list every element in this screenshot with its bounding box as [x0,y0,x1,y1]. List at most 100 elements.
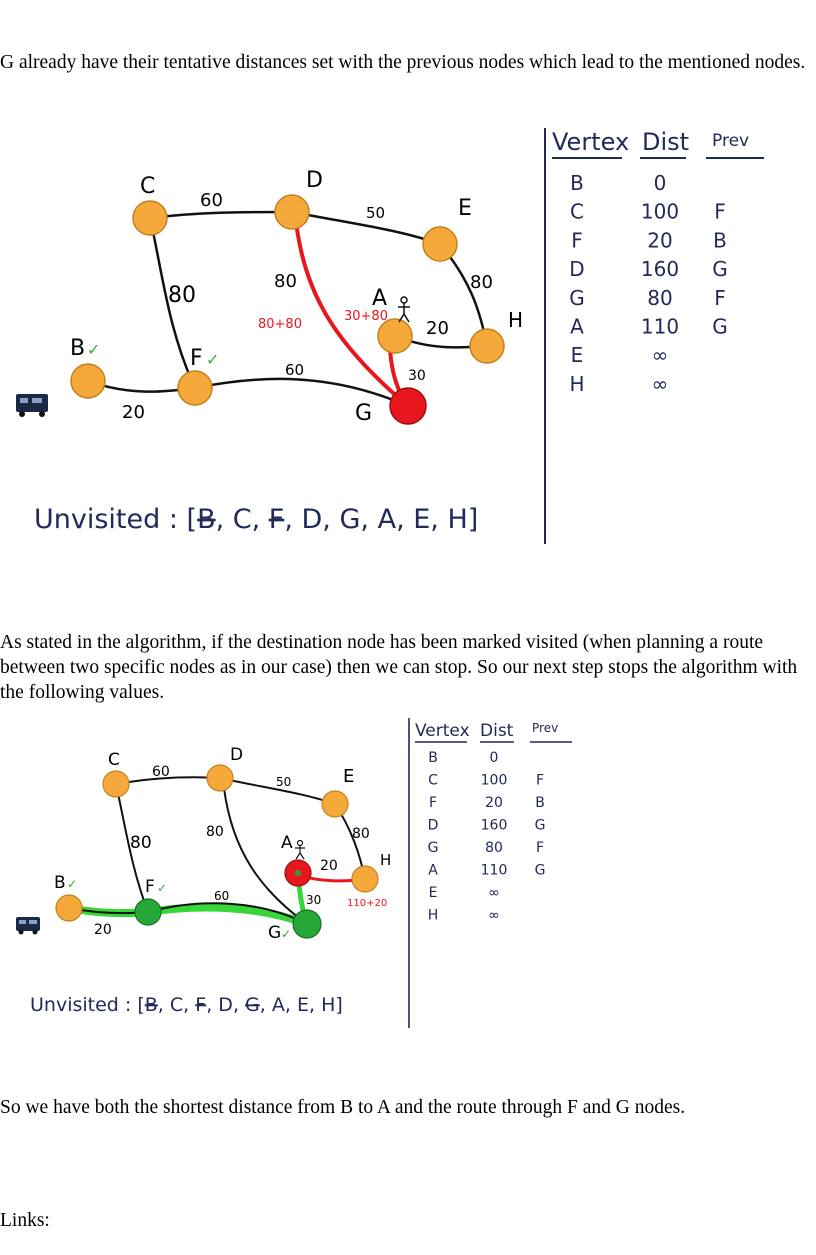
weight-a-h: 20 [426,318,449,339]
table-cell-vertex: G [569,286,585,310]
table-cell-prev: B [535,795,545,811]
edge-f-g [147,902,308,925]
table-cell-prev: F [714,200,726,224]
label-b: B [70,336,85,361]
table-header-prev: Prev [532,721,558,735]
table-cell-vertex: H [569,372,584,396]
label-f: F [190,346,203,371]
table-cell-vertex: E [571,343,584,367]
node-h [469,328,505,364]
label-e: E [343,766,354,787]
visited-check-f: ✓ [206,350,219,369]
table-cell-dist: 110 [641,315,679,339]
table-header-prev: Prev [712,131,749,151]
table-cell-vertex: B [570,171,584,195]
table-cell-prev: G [535,818,546,834]
annotation-d-g: 80+80 [258,317,302,332]
table-cell-vertex: D [428,818,439,834]
label-g: G [268,923,281,943]
weight-c-d: 60 [152,764,170,780]
car-icon [16,917,40,935]
path-f-g-highlight [147,903,309,928]
table-header-dist: Dist [642,128,689,156]
label-h: H [508,308,523,332]
table-cell-vertex: C [428,773,438,789]
visited-check-b: ✓ [87,340,100,359]
node-e [422,226,458,262]
node-c [102,770,130,798]
label-c: C [140,174,155,199]
table-cell-dist: 0 [654,171,667,195]
node-a-marker [295,870,301,876]
node-f-visited [134,898,162,926]
table-cell-dist: ∞ [652,372,669,396]
edge-d-g-red [294,221,410,408]
weight-d-e: 50 [366,204,385,222]
paragraph-conclusion: So we have both the shortest distance fr… [0,1097,686,1118]
label-c: C [108,750,120,770]
table-cell-vertex: G [428,840,439,856]
weight-e-h: 80 [470,272,493,293]
weight-c-f: 80 [168,283,196,308]
paragraph-stop-condition: As stated in the algorithm, if the desti… [0,632,798,703]
weight-d-g: 80 [206,824,224,840]
table-cell-prev: G [535,863,546,879]
table-cell-prev: F [536,773,544,789]
links-heading: Links: [0,1210,50,1231]
paragraph-intro: G already have their tentative distances… [0,52,806,73]
annotation-a-h: 110+20 [347,898,387,909]
table-cell-dist: ∞ [652,343,669,367]
label-h: H [380,851,391,869]
node-g-visited [292,909,322,939]
node-g-current [389,387,427,425]
table-cell-prev: F [714,286,726,310]
weight-f-g: 60 [285,361,304,379]
table-header-vertex: Vertex [415,721,470,741]
table-cell-dist: ∞ [488,908,500,924]
edge-c-f [115,783,149,913]
node-e [321,790,349,818]
table-cell-vertex: H [428,908,439,924]
weight-c-d: 60 [200,190,223,211]
label-f: F [145,877,155,897]
weight-d-g: 80 [274,271,297,292]
node-a [377,318,413,354]
person-icon [398,296,410,323]
table-header-dist: Dist [480,721,514,741]
annotation-a-g: 30+80 [344,309,388,324]
visited-check-g: ✓ [281,927,291,941]
table-cell-dist: 20 [647,228,672,252]
table-cell-vertex: B [428,750,438,766]
table-cell-prev: G [712,257,728,281]
table-cell-vertex: A [570,315,584,339]
table-cell-dist: 80 [485,840,503,856]
table-cell-dist: 100 [481,773,508,789]
table-cell-prev: B [713,228,727,252]
weight-d-e: 50 [276,775,291,789]
table-cell-vertex: F [571,228,583,252]
label-d: D [306,168,323,193]
table-cell-dist: ∞ [488,885,500,901]
table-cell-prev: F [536,840,544,856]
node-b [70,363,106,399]
edge-c-f [148,217,197,389]
table-cell-dist: 20 [485,795,503,811]
node-d [274,194,310,230]
table-cell-prev: G [712,315,728,339]
label-e: E [458,196,472,221]
edge-f-g [194,377,409,408]
table-cell-vertex: E [429,885,438,901]
label-b: B [54,873,66,893]
unvisited-list: Unvisited : [B, C, F, D, G, A, E, H] [30,994,343,1016]
table-cell-dist: 160 [641,257,679,281]
label-a: A [281,833,293,853]
weight-c-f: 80 [130,833,152,853]
person-icon [295,839,305,860]
table-cell-dist: 100 [641,200,679,224]
table-cell-dist: 80 [647,286,672,310]
table-cell-vertex: D [569,257,584,281]
table-cell-vertex: A [428,863,438,879]
dijkstra-step-figure-1: C D E A H B ✓ F ✓ G 20 80 60 50 80 80 20… [16,128,764,544]
